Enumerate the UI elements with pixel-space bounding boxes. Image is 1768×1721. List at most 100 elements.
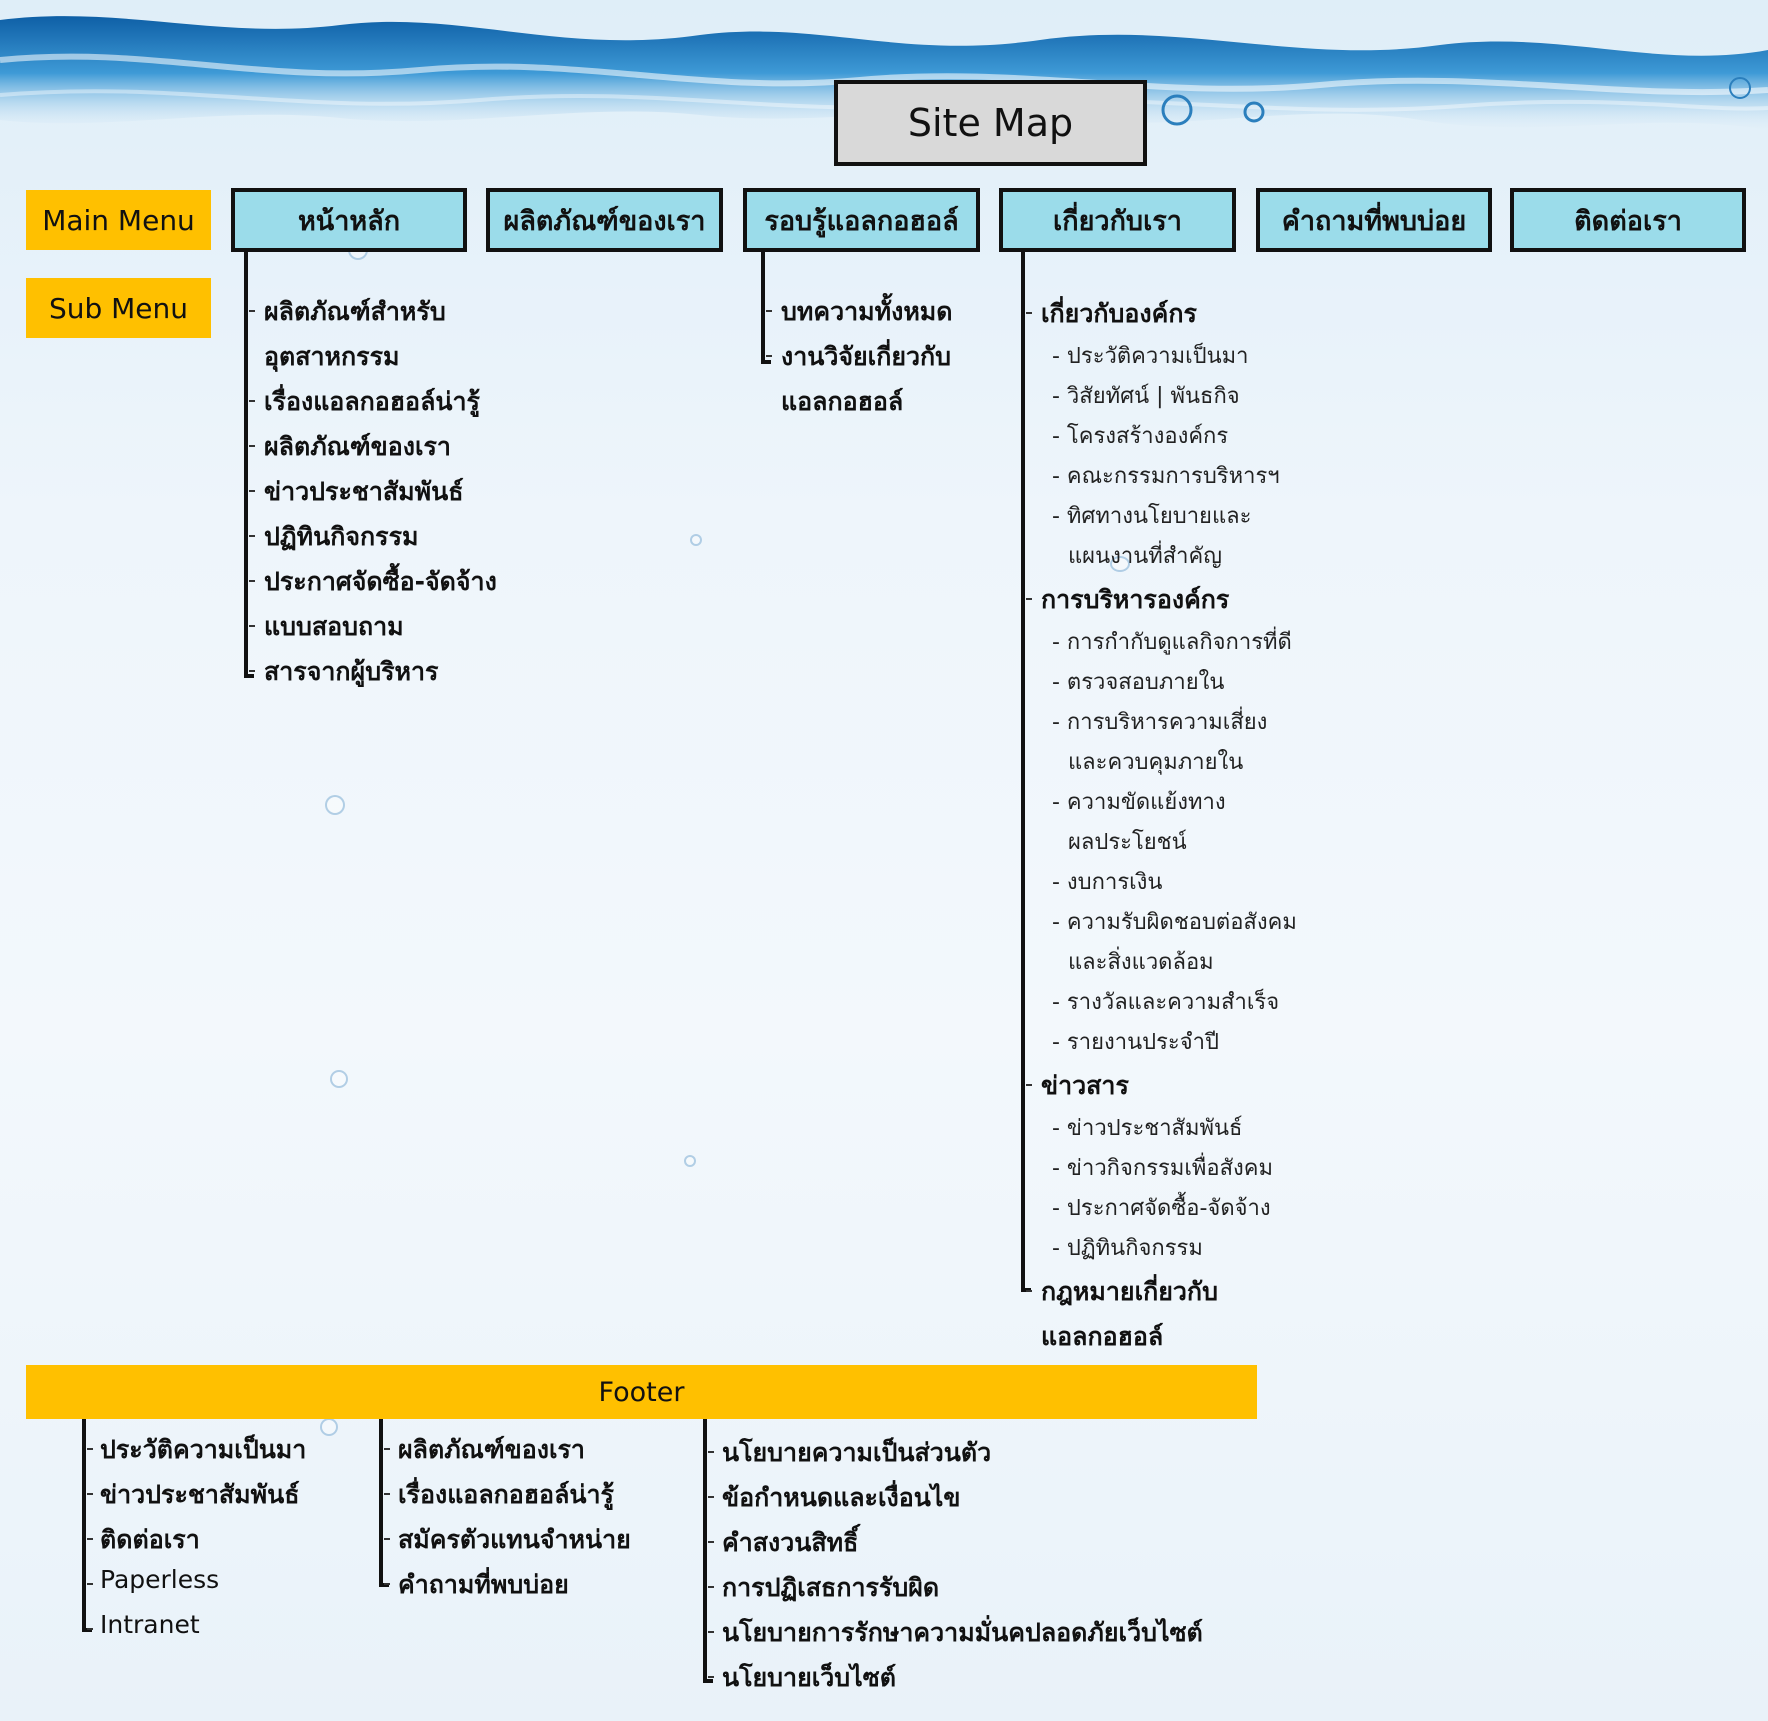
tree-tick bbox=[1026, 598, 1032, 600]
submenu-item[interactable]: สารจากผู้บริหาร bbox=[264, 657, 439, 686]
bubble-decoration bbox=[325, 795, 345, 815]
submenu-subitem[interactable]: - ตรวจสอบภายใน bbox=[1052, 670, 1225, 695]
footer-link[interactable]: เรื่องแอลกอฮอล์น่ารู้ bbox=[398, 1480, 614, 1509]
tree-tick bbox=[249, 400, 255, 402]
page-title: Site Map bbox=[834, 80, 1147, 166]
submenu-item[interactable]: ปฏิทินกิจกรรม bbox=[264, 522, 419, 551]
tree-tick bbox=[708, 1496, 714, 1498]
submenu-subitem[interactable]: - การกำกับดูแลกิจการที่ดี bbox=[1052, 630, 1292, 655]
submenu-subitem[interactable]: - การบริหารความเสี่ยง bbox=[1052, 710, 1268, 735]
bubble-decoration bbox=[320, 1418, 338, 1436]
tree-tick bbox=[87, 1493, 93, 1495]
tree-tick bbox=[249, 445, 255, 447]
footer-link[interactable]: ผลิตภัณฑ์ของเรา bbox=[398, 1435, 585, 1464]
submenu-group[interactable]: เกี่ยวกับองค์กร bbox=[1041, 299, 1197, 328]
submenu-group[interactable]: แอลกอฮอล์ bbox=[1041, 1322, 1164, 1351]
tree-line bbox=[1021, 252, 1025, 1292]
submenu-subitem[interactable]: และสิ่งแวดล้อม bbox=[1068, 950, 1214, 975]
submenu-group[interactable]: ข่าวสาร bbox=[1041, 1071, 1129, 1100]
tree-tick bbox=[384, 1448, 390, 1450]
tree-tick bbox=[249, 535, 255, 537]
submenu-item[interactable]: แบบสอบถาม bbox=[264, 612, 404, 641]
tree-tick bbox=[1026, 1290, 1032, 1292]
submenu-subitem[interactable]: - รายงานประจำปี bbox=[1052, 1030, 1219, 1055]
submenu-item[interactable]: งานวิจัยเกี่ยวกับ bbox=[781, 342, 952, 371]
tree-line bbox=[244, 252, 248, 678]
tree-tick bbox=[1026, 312, 1032, 314]
tree-line bbox=[379, 1419, 383, 1587]
submenu-item[interactable]: อุตสาหกรรม bbox=[264, 342, 400, 371]
tree-line bbox=[761, 360, 771, 364]
tree-tick bbox=[708, 1541, 714, 1543]
tree-tick bbox=[384, 1493, 390, 1495]
footer-link[interactable]: นโยบายการรักษาความมั่นคปลอดภัยเว็บไซต์ bbox=[722, 1618, 1203, 1647]
submenu-subitem[interactable]: และควบคุมภายใน bbox=[1068, 750, 1244, 775]
footer-link[interactable]: Intranet bbox=[100, 1610, 200, 1639]
footer-link[interactable]: นโยบายเว็บไซต์ bbox=[722, 1663, 896, 1692]
submenu-item[interactable]: แอลกอฮอล์ bbox=[781, 387, 904, 416]
footer-link[interactable]: Paperless bbox=[100, 1565, 220, 1594]
footer-link[interactable]: ประวัติความเป็นมา bbox=[100, 1435, 307, 1464]
tree-tick bbox=[249, 310, 255, 312]
bubble-decoration bbox=[1110, 556, 1130, 572]
footer-link[interactable]: ติดต่อเรา bbox=[100, 1525, 200, 1554]
tree-tick bbox=[249, 670, 255, 672]
submenu-subitem[interactable]: - ทิศทางนโยบายและ bbox=[1052, 504, 1252, 529]
submenu-subitem[interactable]: - วิสัยทัศน์ | พันธกิจ bbox=[1052, 384, 1240, 409]
submenu-item[interactable]: ผลิตภัณฑ์สำหรับ bbox=[264, 297, 446, 326]
tree-tick bbox=[249, 580, 255, 582]
tree-tick bbox=[87, 1448, 93, 1450]
tree-line bbox=[379, 1583, 389, 1587]
submenu-subitem[interactable]: - ความรับผิดชอบต่อสังคม bbox=[1052, 910, 1297, 935]
footer-link[interactable]: การปฏิเสธการรับผิด bbox=[722, 1573, 940, 1602]
tree-line bbox=[703, 1679, 713, 1683]
footer-label: Footer bbox=[26, 1365, 1257, 1419]
footer-link[interactable]: ข้อกำหนดและเงื่อนไข bbox=[722, 1483, 961, 1512]
bubble-decoration bbox=[690, 534, 702, 546]
submenu-group[interactable]: การบริหารองค์กร bbox=[1041, 585, 1230, 614]
submenu-group[interactable]: กฎหมายเกี่ยวกับ bbox=[1041, 1277, 1218, 1306]
footer-link[interactable]: ข่าวประชาสัมพันธ์ bbox=[100, 1480, 300, 1509]
submenu-subitem[interactable]: - โครงสร้างองค์กร bbox=[1052, 424, 1229, 449]
submenu-subitem[interactable]: - ปฏิทินกิจกรรม bbox=[1052, 1236, 1203, 1261]
submenu-subitem[interactable]: แผนงานที่สำคัญ bbox=[1068, 544, 1222, 569]
tree-line bbox=[244, 674, 254, 678]
submenu-subitem[interactable]: - ข่าวกิจกรรมเพื่อสังคม bbox=[1052, 1156, 1273, 1181]
footer-link[interactable]: คำสงวนสิทธิ์ bbox=[722, 1528, 859, 1557]
submenu-subitem[interactable]: ผลประโยชน์ bbox=[1068, 830, 1187, 855]
menu-products[interactable]: ผลิตภัณฑ์ของเรา bbox=[486, 188, 723, 252]
submenu-subitem[interactable]: - รางวัลและความสำเร็จ bbox=[1052, 990, 1280, 1015]
tree-tick bbox=[87, 1583, 93, 1585]
tree-tick bbox=[249, 625, 255, 627]
tree-tick bbox=[708, 1451, 714, 1453]
menu-contact[interactable]: ติดต่อเรา bbox=[1510, 188, 1746, 252]
legend-main-menu: Main Menu bbox=[26, 190, 211, 250]
submenu-subitem[interactable]: - ประกาศจัดซื้อ-จัดจ้าง bbox=[1052, 1196, 1271, 1221]
water-wave-banner bbox=[0, 16, 1768, 130]
submenu-subitem[interactable]: - ข่าวประชาสัมพันธ์ bbox=[1052, 1116, 1243, 1141]
submenu-item[interactable]: บทความทั้งหมด bbox=[781, 297, 953, 326]
menu-about-us[interactable]: เกี่ยวกับเรา bbox=[999, 188, 1236, 252]
tree-tick bbox=[1026, 1084, 1032, 1086]
tree-tick bbox=[708, 1586, 714, 1588]
footer-link[interactable]: สมัครตัวแทนจำหน่าย bbox=[398, 1525, 631, 1554]
menu-home[interactable]: หน้าหลัก bbox=[231, 188, 467, 252]
footer-link[interactable]: นโยบายความเป็นส่วนตัว bbox=[722, 1438, 992, 1467]
submenu-subitem[interactable]: - ประวัติความเป็นมา bbox=[1052, 344, 1249, 369]
submenu-item[interactable]: ประกาศจัดซื้อ-จัดจ้าง bbox=[264, 567, 497, 596]
submenu-item[interactable]: เรื่องแอลกอฮอล์น่ารู้ bbox=[264, 387, 480, 416]
submenu-item[interactable]: ข่าวประชาสัมพันธ์ bbox=[264, 477, 464, 506]
submenu-subitem[interactable]: - คณะกรรมการบริหารฯ bbox=[1052, 464, 1280, 489]
bubble-decoration bbox=[684, 1155, 696, 1167]
submenu-item[interactable]: ผลิตภัณฑ์ของเรา bbox=[264, 432, 451, 461]
footer-link[interactable]: คำถามที่พบบ่อย bbox=[398, 1570, 569, 1599]
menu-faq[interactable]: คำถามที่พบบ่อย bbox=[1256, 188, 1492, 252]
tree-tick bbox=[384, 1538, 390, 1540]
tree-tick bbox=[87, 1628, 93, 1630]
tree-tick bbox=[87, 1538, 93, 1540]
bubble-decoration bbox=[330, 1070, 348, 1088]
tree-line bbox=[82, 1419, 86, 1632]
menu-alcohol-knowledge[interactable]: รอบรู้แอลกอฮอล์ bbox=[743, 188, 980, 252]
submenu-subitem[interactable]: - งบการเงิน bbox=[1052, 870, 1163, 895]
submenu-subitem[interactable]: - ความขัดแย้งทาง bbox=[1052, 790, 1226, 815]
